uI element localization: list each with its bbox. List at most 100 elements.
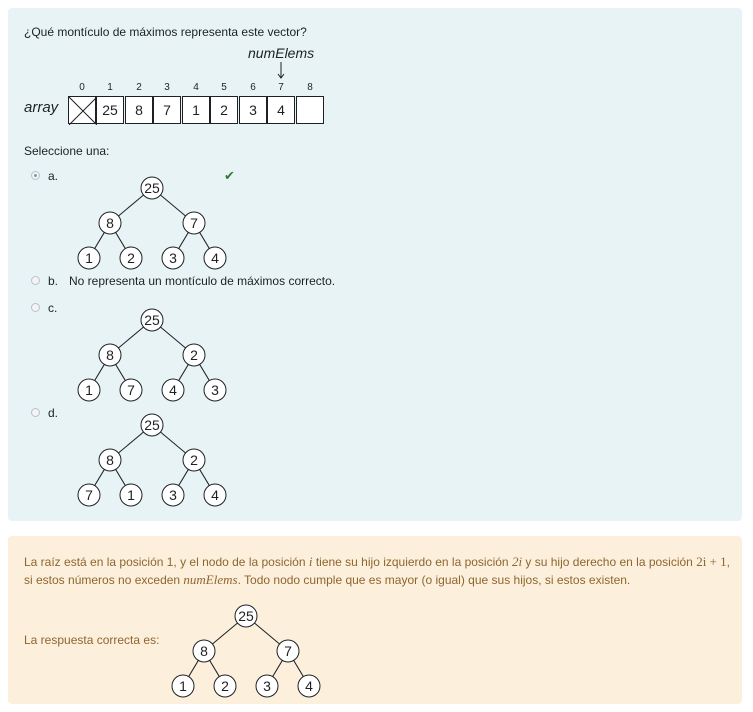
array-index: 1: [107, 82, 113, 93]
tree-node-value: 1: [179, 678, 187, 694]
tree-node-value: 1: [85, 250, 93, 266]
tree-edge: [118, 194, 144, 217]
correct-answer-tree: 25 8 7 1 2 3 4: [171, 604, 321, 698]
tree-node-value: 2: [127, 250, 135, 266]
math-2i-plus-1: 2i + 1: [696, 554, 727, 569]
tree-edge: [94, 364, 105, 381]
tree-edge: [115, 232, 126, 249]
tree-edge: [188, 660, 199, 677]
option-d-tree: 25 8 2 7 1 3 4: [77, 413, 227, 507]
feedback-text-part: , si estos números no exceden: [24, 555, 730, 587]
feedback-text-part: y su hijo derecho en la posición: [522, 555, 697, 569]
tree-node: 8: [98, 211, 122, 235]
array-cell-empty: [68, 96, 97, 125]
array-cell: 3: [239, 96, 267, 124]
array-cell: 1: [182, 96, 210, 124]
cross-icon: [69, 97, 97, 125]
tree-node: 2: [182, 343, 206, 367]
tree-node: 3: [203, 378, 227, 402]
tree-node-value: 8: [106, 452, 114, 468]
tree-edge: [118, 431, 144, 454]
math-2i: 2i: [511, 554, 523, 569]
tree-node: 8: [98, 448, 122, 472]
option-a-radio[interactable]: [31, 171, 40, 180]
option-b-text[interactable]: No representa un montículo de máximos co…: [69, 274, 336, 288]
tree-node: 1: [119, 483, 143, 507]
tree-edge: [94, 469, 105, 486]
tree-edge: [254, 622, 280, 645]
tree-node: 7: [276, 639, 300, 663]
tree-node-value: 2: [190, 347, 198, 363]
tree-node-value: 25: [144, 417, 160, 433]
tree-edge: [199, 364, 210, 381]
math-numelems: numElems: [183, 572, 238, 587]
array-cells: 25 8 7 1 2 3 4: [68, 96, 328, 126]
array-indices: 0 1 2 3 4 5 6 7 8: [68, 82, 328, 96]
tree-edge: [199, 469, 210, 486]
option-c-radio[interactable]: [31, 303, 40, 312]
tree-node: 3: [161, 483, 185, 507]
tree-edge: [178, 232, 189, 249]
array-index: 7: [278, 82, 284, 93]
option-d-radio[interactable]: [31, 408, 40, 417]
question-text: ¿Qué montículo de máximos representa est…: [24, 25, 307, 39]
feedback-text-part: La raíz está en la posición 1, y el nodo…: [24, 555, 309, 569]
option-b-letter[interactable]: b.: [48, 274, 59, 288]
tree-node-value: 3: [263, 678, 271, 694]
array-index: 4: [193, 82, 199, 93]
tree-node: 4: [297, 674, 321, 698]
select-prompt: Seleccione una:: [24, 144, 110, 158]
tree-node: 25: [140, 308, 164, 332]
tree-node: 4: [161, 378, 185, 402]
tree-edge: [160, 326, 186, 349]
tree-node-value: 7: [284, 643, 292, 659]
option-a-letter[interactable]: a.: [48, 169, 59, 183]
tree-edge: [118, 326, 144, 349]
check-icon: ✔: [224, 168, 235, 183]
option-d-letter[interactable]: d.: [48, 406, 59, 420]
array-cell: 25: [96, 96, 124, 124]
tree-edge: [212, 622, 238, 645]
tree-node-value: 7: [127, 382, 135, 398]
tree-node-value: 2: [190, 452, 198, 468]
tree-node: 4: [203, 483, 227, 507]
tree-edge: [178, 469, 189, 486]
tree-node-value: 25: [238, 608, 254, 624]
tree-edge: [178, 364, 189, 381]
tree-node: 8: [98, 343, 122, 367]
tree-node-value: 3: [211, 382, 219, 398]
tree-node: 2: [182, 448, 206, 472]
question-box: ¿Qué montículo de máximos representa est…: [8, 8, 742, 521]
tree-node-value: 1: [127, 487, 135, 503]
tree-node: 25: [234, 604, 258, 628]
tree-node-value: 4: [305, 678, 313, 694]
tree-node: 7: [182, 211, 206, 235]
tree-edge: [293, 660, 304, 677]
array-index: 3: [164, 82, 170, 93]
array-cell-empty: [296, 96, 324, 124]
tree-node-value: 4: [211, 250, 219, 266]
tree-node-value: 8: [106, 215, 114, 231]
tree-node-value: 1: [85, 382, 93, 398]
option-b-radio[interactable]: [31, 276, 40, 285]
tree-node-value: 2: [221, 678, 229, 694]
array-index: 6: [250, 82, 256, 93]
tree-node-value: 8: [200, 643, 208, 659]
tree-edge: [199, 232, 210, 249]
tree-node-value: 4: [211, 487, 219, 503]
tree-node-value: 8: [106, 347, 114, 363]
array-cell: 7: [153, 96, 181, 124]
array-label: array: [24, 99, 59, 116]
array-index: 8: [307, 82, 313, 93]
tree-node-value: 7: [85, 487, 93, 503]
tree-node: 2: [213, 674, 237, 698]
tree-node-value: 4: [169, 382, 177, 398]
option-c-letter[interactable]: c.: [48, 301, 58, 315]
tree-node: 7: [119, 378, 143, 402]
option-c-tree: 25 8 2 1 7 4 3: [77, 308, 227, 402]
tree-node: 8: [192, 639, 216, 663]
tree-node: 2: [119, 246, 143, 270]
array-index: 2: [136, 82, 142, 93]
tree-edge: [272, 660, 283, 677]
